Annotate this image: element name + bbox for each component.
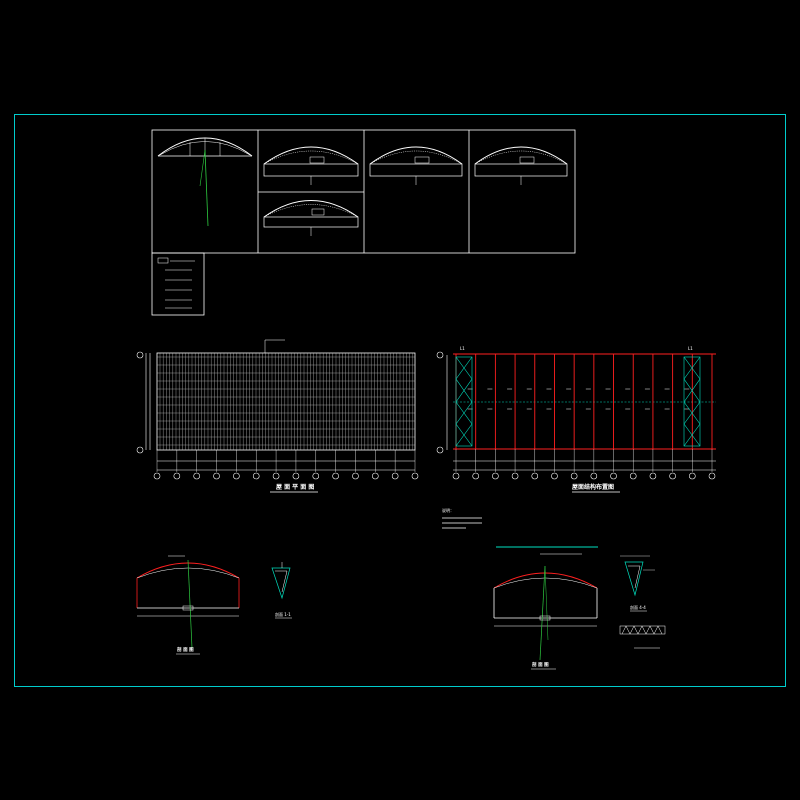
top-sheet-outline: [151, 129, 576, 254]
axis-bubble: [213, 472, 220, 480]
axis-bubble: [689, 472, 696, 480]
axis-bubble: [551, 472, 558, 480]
cross-section-right: [493, 546, 598, 661]
axis-bubble: [136, 446, 144, 454]
axis-bubble: [492, 472, 499, 480]
axis-bubble: [649, 472, 657, 480]
cross-section-right-title: 剖 面 图: [532, 661, 549, 668]
axis-bubble: [372, 472, 379, 480]
truss-elevation-5: [263, 200, 359, 236]
roof-grid-lines: [157, 353, 415, 450]
truss-elevation-3: [369, 146, 463, 185]
axis-bubble: [590, 472, 598, 480]
bracing-right: [683, 356, 701, 447]
panel-strip-detail: [619, 625, 666, 649]
axis-bubble: [352, 472, 359, 480]
legend-panel: [151, 252, 205, 316]
roof-plan-title: 屋 面 平 面 图: [276, 483, 314, 491]
cross-section-left-title: 剖 面 图: [177, 646, 194, 653]
framing-marker-right: L1: [688, 346, 693, 351]
legend-contents: [157, 257, 195, 309]
top-sheet-group: [151, 129, 576, 316]
detail-1-1: [271, 562, 291, 600]
roof-axis-bubbles: [153, 450, 419, 480]
notes-heading: 说明：: [442, 507, 454, 513]
bracing-left: [455, 356, 473, 447]
truss-elevation-2: [263, 146, 359, 185]
axis-bubble: [629, 472, 637, 480]
framing-plan-title: 屋面结构布置图: [572, 483, 614, 491]
axis-bubble: [193, 472, 200, 480]
framing-plan: [436, 351, 716, 480]
axis-bubble: [312, 472, 320, 480]
framing-columns: [455, 354, 713, 449]
axis-bubble: [136, 351, 144, 359]
framing-axis-bubbles: [452, 449, 716, 480]
axis-bubble: [391, 472, 399, 480]
axis-bubble: [411, 472, 419, 480]
axis-bubble: [610, 472, 617, 480]
framing-marker-left: L1: [460, 346, 465, 351]
detail-4-4: [620, 555, 655, 597]
axis-bubble: [173, 472, 181, 480]
axis-bubble: [272, 472, 280, 480]
axis-bubble: [332, 472, 339, 480]
notes-block: 说明：: [442, 507, 482, 529]
roof-plan: [136, 339, 419, 480]
axis-bubble: [570, 472, 578, 480]
axis-bubble: [472, 472, 479, 480]
detail-1-1-title: 剖面 1-1: [275, 611, 291, 617]
axis-bubble: [531, 472, 539, 480]
axis-bubble: [233, 472, 240, 480]
axis-bubble: [436, 351, 444, 359]
axis-bubble: [292, 472, 300, 480]
axis-bubble: [669, 472, 676, 480]
axis-bubble: [708, 472, 716, 480]
axis-bubble: [252, 472, 260, 480]
axis-bubble: [452, 472, 460, 480]
truss-elevation-4: [474, 146, 568, 185]
drawing-frame: [14, 114, 786, 687]
axis-bubble: [153, 472, 161, 480]
axis-bubble: [436, 446, 444, 454]
axis-bubble: [511, 472, 519, 480]
arch-elevation-1: [157, 137, 253, 227]
detail-4-4-title: 剖面 4-4: [630, 604, 646, 610]
cross-section-left: [136, 555, 240, 649]
